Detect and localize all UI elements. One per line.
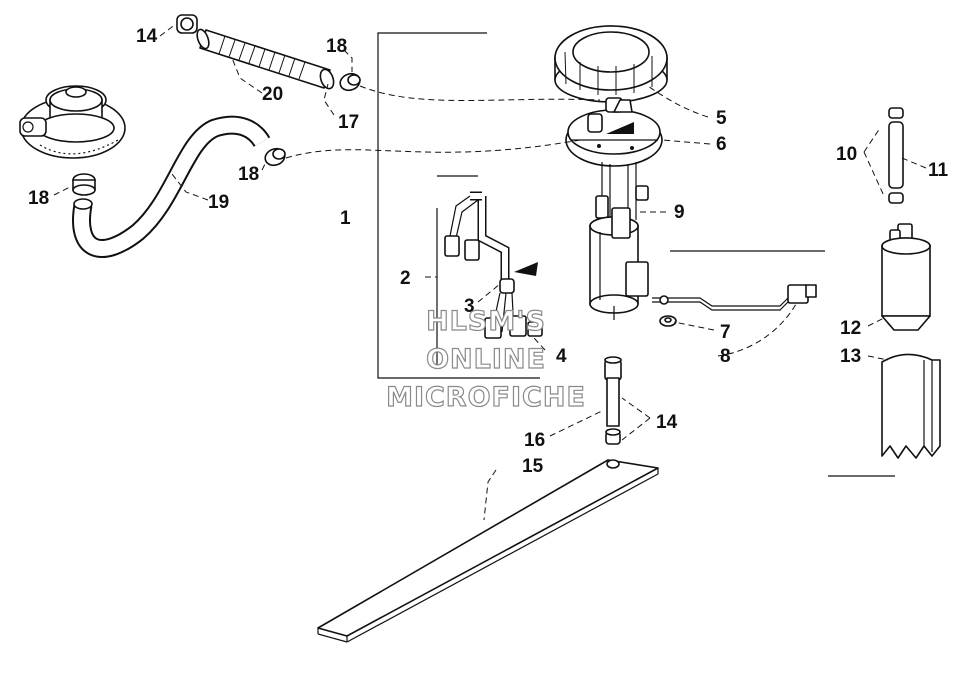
nut-14-top [176, 14, 198, 34]
hose-clamp-18-top [339, 72, 361, 92]
hose-clamp-18-mid [264, 147, 286, 167]
pump-rods [595, 162, 649, 222]
lock-ring-5 [554, 25, 668, 103]
callout-14-bottom: 14 [656, 412, 678, 433]
callout-labels: 14 18 20 17 18 18 19 1 2 3 4 5 6 9 7 8 1… [28, 26, 949, 477]
pump-module-9 [589, 207, 649, 320]
callout-1: 1 [340, 208, 351, 229]
pump-flange-6 [565, 97, 663, 167]
callout-16: 16 [524, 430, 545, 451]
callout-20: 20 [262, 84, 283, 105]
floor-bracket-15 [317, 459, 659, 643]
vent-hose-19 [72, 115, 271, 258]
callout-2: 2 [400, 268, 411, 289]
fuel-filter-16 [604, 356, 622, 427]
callout-18-mid: 18 [238, 164, 259, 185]
callout-17: 17 [338, 112, 359, 133]
callout-12: 12 [840, 318, 861, 339]
callout-19: 19 [208, 192, 229, 213]
callout-10: 10 [836, 144, 857, 165]
clamp-10-top [888, 107, 904, 119]
hose-11 [888, 121, 904, 189]
clamp-10-bottom [888, 192, 904, 204]
callout-5: 5 [716, 108, 727, 129]
callout-14-top: 14 [136, 26, 158, 47]
fuel-pump-12 [881, 223, 931, 331]
callout-13: 13 [840, 346, 861, 367]
pump-sleeve-13 [881, 353, 941, 459]
assembly-bracket [377, 32, 895, 477]
nut-14-bottom [605, 428, 621, 445]
sender-wire-8 [652, 284, 817, 311]
vent-valve [19, 85, 126, 159]
callout-18-left: 18 [28, 188, 49, 209]
leader-lines [53, 23, 927, 521]
wire-harness-2 [444, 191, 543, 339]
callout-3: 3 [464, 296, 475, 317]
watermark-line-3: MICROFICHE [386, 382, 586, 413]
watermark: HLSM'S ONLINE MICROFICHE [385, 305, 586, 413]
callout-4: 4 [556, 346, 567, 367]
corrugated-hose-20 [196, 28, 335, 90]
callout-18-top: 18 [326, 36, 347, 57]
callout-8: 8 [720, 346, 731, 367]
hose-clamp-18-left [72, 173, 96, 196]
callout-7: 7 [720, 322, 731, 343]
callout-15: 15 [522, 456, 544, 477]
watermark-line-1: HLSM'S [426, 306, 546, 337]
callout-6: 6 [716, 134, 727, 155]
watermark-line-2: ONLINE [426, 344, 546, 375]
callout-9: 9 [674, 202, 685, 223]
screw-7 [659, 315, 677, 327]
callout-11: 11 [928, 160, 949, 181]
